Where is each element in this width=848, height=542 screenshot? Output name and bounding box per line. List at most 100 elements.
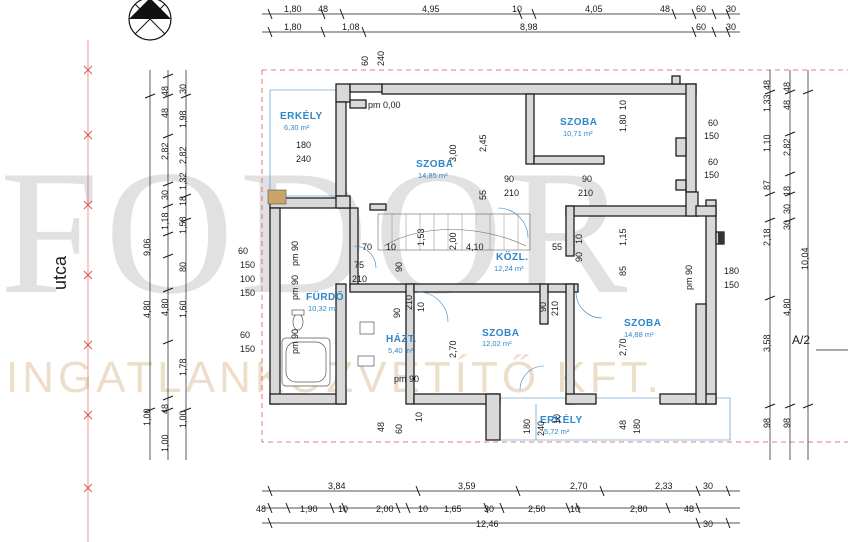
dim-label: 150: [724, 280, 739, 290]
dim-label: 87: [762, 180, 772, 190]
level-label: pm 90: [684, 265, 694, 290]
dim-label: 10: [552, 414, 562, 424]
room-name: KÖZL.: [496, 250, 529, 263]
dim-label: 90: [582, 174, 592, 184]
dim-label: 10: [338, 504, 348, 514]
toilet-icon: [291, 309, 305, 331]
room-area: 12,24 m²: [494, 264, 524, 273]
chimney-icon: [267, 189, 724, 244]
dim-label: 48: [256, 504, 266, 514]
dim-label: 60: [240, 330, 250, 340]
dim-label: 48: [160, 404, 170, 414]
dim-label: 48: [160, 86, 170, 96]
dim-label: 2,82: [782, 138, 792, 156]
dim-label: 3,59: [458, 481, 476, 491]
dim-label: 1,10: [762, 134, 772, 152]
room-name: ERKÉLY: [280, 109, 323, 122]
north-arrow-icon: [128, 0, 172, 41]
dim-label: 60: [360, 56, 370, 66]
dim-label: 12,46: [476, 519, 499, 529]
dim-label: 150: [704, 131, 719, 141]
dim-label: 1,98: [178, 110, 188, 128]
plot-boundary: [83, 40, 848, 542]
dim-label: 98: [762, 418, 772, 428]
dim-label: 2,45: [478, 134, 488, 152]
dim-label: 2,00: [448, 232, 458, 250]
room-name: FÜRDŐ: [306, 290, 344, 303]
dim-label: 80: [178, 262, 188, 272]
dim-label: 10: [418, 504, 428, 514]
right-dimension-chain: 1,33 2,82 48 30 2,18 10,04 4,80 3,58 98 …: [762, 70, 814, 460]
level-label: pm 90: [394, 374, 419, 384]
dim-label: 150: [704, 170, 719, 180]
dim-label: 1,08: [342, 22, 360, 32]
dim-label: 2,50: [528, 504, 546, 514]
dim-label: 150: [240, 288, 255, 298]
dim-label: 1,00: [160, 434, 170, 452]
dim-label: 30: [178, 84, 188, 94]
dim-label: 98: [782, 418, 792, 428]
dim-label: 1,80: [284, 4, 302, 14]
room-area: 12,02 m²: [482, 339, 512, 348]
dim-label: 1,58: [178, 216, 188, 234]
dim-label: 30: [703, 519, 713, 529]
dim-label: 30: [484, 504, 494, 514]
room-name: SZOBA: [560, 117, 598, 128]
dim-label: 240: [536, 421, 546, 436]
dim-label: 85: [618, 266, 628, 276]
dim-label: 4,80: [142, 300, 152, 318]
left-dimension-chain: 30 48 1,98 2,82 1,32 18 1,58 9,06 80 4,8…: [142, 70, 192, 460]
dim-label: 48: [376, 422, 386, 432]
section-marker: A/2: [792, 333, 810, 347]
opening-labels: pm 0,00 60 240 180 240 2,45 3,00 1,80 10…: [238, 51, 739, 436]
dim-label: 10: [512, 4, 522, 14]
room-area: 10,71 m²: [563, 129, 593, 138]
dim-label: 3,00: [448, 144, 458, 162]
dim-label: 9,06: [142, 238, 152, 256]
dim-label: 1,00: [142, 408, 152, 426]
dim-label: 10: [386, 242, 396, 252]
dim-label: 48: [160, 108, 170, 118]
dim-label: 3,84: [328, 481, 346, 491]
room-area: 5,40 m²: [388, 346, 414, 355]
watermark-title: FODOR: [0, 133, 633, 331]
dim-label: 1,18: [160, 212, 170, 230]
dim-label: 1,15: [618, 228, 628, 246]
bottom-dimension-chain: 3,84 3,59 2,70 2,33 30 48 1,90 10 2,00 1…: [256, 481, 740, 529]
dim-label: 60: [708, 118, 718, 128]
dim-label: 150: [240, 344, 255, 354]
dim-label: 70: [362, 242, 372, 252]
dim-label: 10: [414, 412, 424, 422]
dim-label: 2,00: [376, 504, 394, 514]
dim-label: 10: [570, 504, 580, 514]
dim-label: 8,98: [520, 22, 538, 32]
dim-label: 55: [478, 190, 488, 200]
dim-label: 30: [782, 204, 792, 214]
dim-label: 210: [404, 295, 414, 310]
dim-label: 48: [782, 82, 792, 92]
dim-label: 210: [550, 301, 560, 316]
dim-label: 2,70: [448, 340, 458, 358]
dim-label: 48: [762, 80, 772, 90]
dim-label: 150: [240, 260, 255, 270]
dim-label: 90: [504, 174, 514, 184]
dim-label: 180: [522, 419, 532, 434]
dim-label: 30: [726, 22, 736, 32]
dim-label: 1,32: [178, 172, 188, 190]
room-area: 14,85 m²: [418, 171, 448, 180]
stairs-icon: [377, 213, 531, 251]
dim-label: 210: [352, 274, 367, 284]
dim-label: 10: [574, 234, 584, 244]
room-area: 5,72 m²: [544, 427, 570, 436]
dim-label: 100: [240, 274, 255, 284]
dim-label: 1,90: [300, 504, 318, 514]
dim-label: 4,95: [422, 4, 440, 14]
level-label: pm 0,00: [368, 100, 401, 110]
dim-label: 1,60: [178, 300, 188, 318]
dim-label: 48: [660, 4, 670, 14]
dim-label: 4,80: [160, 298, 170, 316]
dim-label: 30: [703, 481, 713, 491]
dim-label: 210: [578, 188, 593, 198]
room-name: ERKÉLY: [540, 413, 583, 426]
